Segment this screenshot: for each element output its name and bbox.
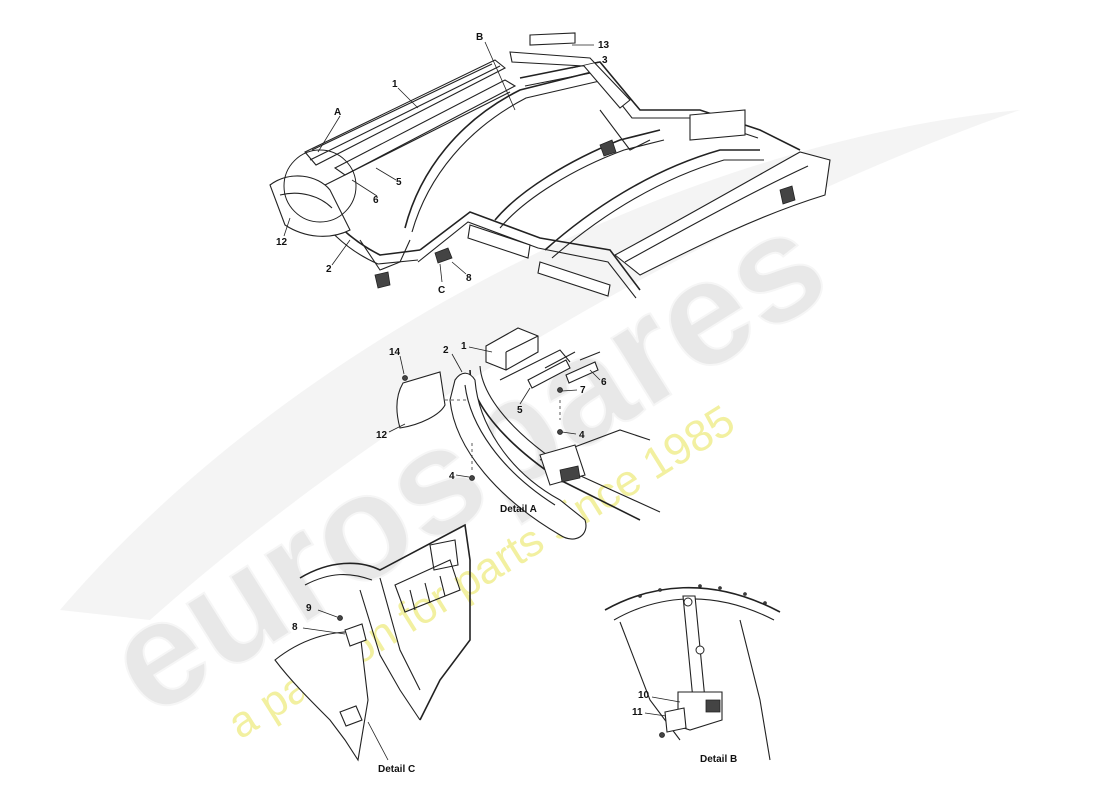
front-cross-member: [467, 224, 531, 259]
detail-a-callout-4a: 4: [579, 430, 585, 441]
detail-b-callout-10: 10: [638, 690, 650, 701]
watermark-brand: eurospares: [78, 176, 853, 747]
right-side-rail: [519, 61, 801, 151]
detail-a-seal: [449, 372, 587, 540]
callout-b: B: [476, 32, 483, 43]
detail-b-title: Detail B: [700, 754, 737, 765]
callout-5: 5: [396, 177, 402, 188]
detail-a-callout-5: 5: [517, 405, 523, 416]
front-cross-member-2: [537, 261, 611, 297]
roof-frame-assembly: [269, 32, 831, 299]
callout-a: A: [334, 107, 341, 118]
callout-8: 8: [466, 273, 472, 284]
front-side-rail: [419, 211, 641, 291]
detail-a-callout-1: 1: [461, 341, 467, 352]
right-mount-block: [689, 109, 746, 141]
rear-strip-3: [509, 51, 631, 109]
seal-strip-5: [333, 79, 517, 176]
callout-12: 12: [276, 237, 288, 248]
watermark-swoosh: [60, 110, 1020, 620]
detail-b-frame-arc: [604, 586, 781, 613]
detail-a-callout-6: 6: [601, 377, 607, 388]
detail-a-circle: [283, 149, 357, 223]
detail-c-callout-9: 9: [306, 603, 312, 614]
roof-bow-3: [544, 149, 760, 251]
watermark: eurospares a passion for parts since 198…: [60, 110, 1020, 748]
detail-a: 14 2 1 12 7 6 5 4 4 Detail A: [376, 327, 661, 540]
callout-6: 6: [373, 195, 379, 206]
detail-c-title: Detail C: [378, 764, 415, 775]
trim-panel-12: [269, 175, 351, 237]
detail-a-strip-5: [527, 359, 571, 389]
detail-a-panel-12: [396, 371, 446, 429]
main-leaders: [283, 41, 599, 283]
detail-c: 9 8 Detail C: [274, 523, 471, 775]
detail-a-callout-7: 7: [580, 385, 586, 396]
callout-2: 2: [326, 264, 332, 275]
detail-c-callout-8: 8: [292, 622, 298, 633]
detail-b-pad: [664, 707, 687, 733]
pad-13: [529, 32, 576, 46]
main-callouts: 1 A B 13 3 5 6 12 2 8 C: [276, 32, 610, 296]
seal-strip-6: [324, 91, 511, 186]
callout-1: 1: [392, 79, 398, 90]
roof-bow-1: [404, 69, 601, 229]
detail-a-callout-4b: 4: [449, 471, 455, 482]
detail-a-callout-12: 12: [376, 430, 388, 441]
roof-bow-2: [494, 129, 661, 221]
detail-c-body: [299, 523, 471, 721]
detail-a-title: Detail A: [500, 504, 537, 515]
detail-c-clip: [344, 623, 367, 647]
callout-3: 3: [602, 55, 608, 66]
front-bow: [614, 151, 831, 276]
detail-a-callout-14: 14: [389, 347, 401, 358]
detail-b: 10 11 Detail B: [604, 584, 781, 765]
callout-c: C: [438, 285, 445, 296]
detail-a-callout-2: 2: [443, 345, 449, 356]
detail-a-strip-6: [565, 361, 599, 384]
detail-c-trim-panel: [274, 631, 369, 762]
callout-13: 13: [598, 40, 610, 51]
detail-b-callout-11: 11: [632, 707, 643, 718]
